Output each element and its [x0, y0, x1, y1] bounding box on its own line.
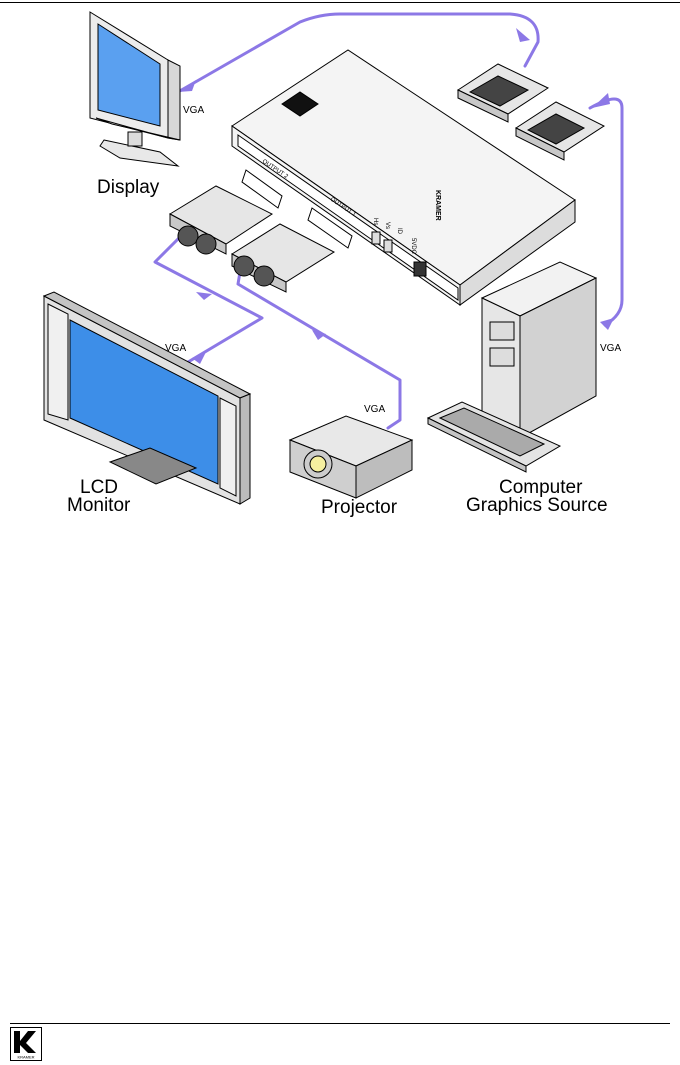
power-jack — [413, 261, 427, 277]
cable-lcd — [153, 230, 264, 370]
logo-wordmark: KRAMER — [17, 1055, 34, 1060]
top-rule — [0, 2, 680, 3]
source-label-line1: Computer — [499, 477, 583, 498]
lcd-monitor-label-line2: Monitor — [67, 495, 131, 516]
device-faceplate — [237, 134, 459, 301]
display-monitor — [89, 11, 181, 167]
switch-id-label: ID — [396, 228, 402, 235]
switch-vs-label: Vs — [384, 222, 390, 229]
vga-label-source: VGA — [600, 343, 622, 354]
vga-connector-lcd — [168, 185, 274, 255]
projector — [288, 415, 414, 499]
cable-arrowheads — [178, 28, 614, 364]
arrow-lcd-2 — [192, 352, 206, 364]
arrow-display-top — [516, 28, 530, 42]
cable-projector — [236, 270, 402, 430]
projector-label: Projector — [321, 497, 398, 518]
kramer-device — [231, 49, 576, 306]
vga-connector-source — [514, 101, 606, 161]
vga-label-lcd: VGA — [165, 343, 187, 354]
vga-cables — [153, 12, 624, 430]
arrow-source-bottom — [600, 318, 614, 330]
bottom-rule — [10, 1023, 670, 1024]
switch-hs-label: Hs — [372, 218, 378, 225]
keyboard — [426, 401, 562, 473]
vga-connector-display — [456, 63, 550, 123]
vga-connector-projector — [230, 223, 336, 293]
device-top-logo — [281, 91, 319, 117]
output1-port — [307, 207, 353, 249]
device-side — [459, 199, 576, 306]
lcd-monitor-label-line1: LCD — [80, 477, 119, 498]
computer-tower — [480, 261, 598, 439]
display-label: Display — [97, 177, 160, 198]
vga-label-display: VGA — [183, 105, 205, 116]
power-label: 5VDC — [410, 238, 416, 255]
arrow-source-top — [592, 93, 610, 108]
connection-diagram: OUTPUT 2 OUTPUT 1 5VDC Hs Vs ID KRAMER — [42, 11, 624, 505]
device-brand: KRAMER — [434, 190, 441, 221]
source-label-line2: Graphics Source — [466, 495, 608, 516]
cable-display — [176, 12, 540, 94]
vga-label-projector: VGA — [364, 404, 386, 415]
arrow-lcd — [196, 292, 212, 300]
lcd-monitor — [42, 291, 252, 505]
output2-port — [241, 169, 283, 209]
switch-1 — [371, 231, 381, 245]
kramer-logo: KRAMER — [10, 1027, 42, 1061]
arrow-display — [178, 80, 196, 92]
switch-2 — [383, 239, 393, 253]
arrow-projector — [312, 330, 326, 340]
